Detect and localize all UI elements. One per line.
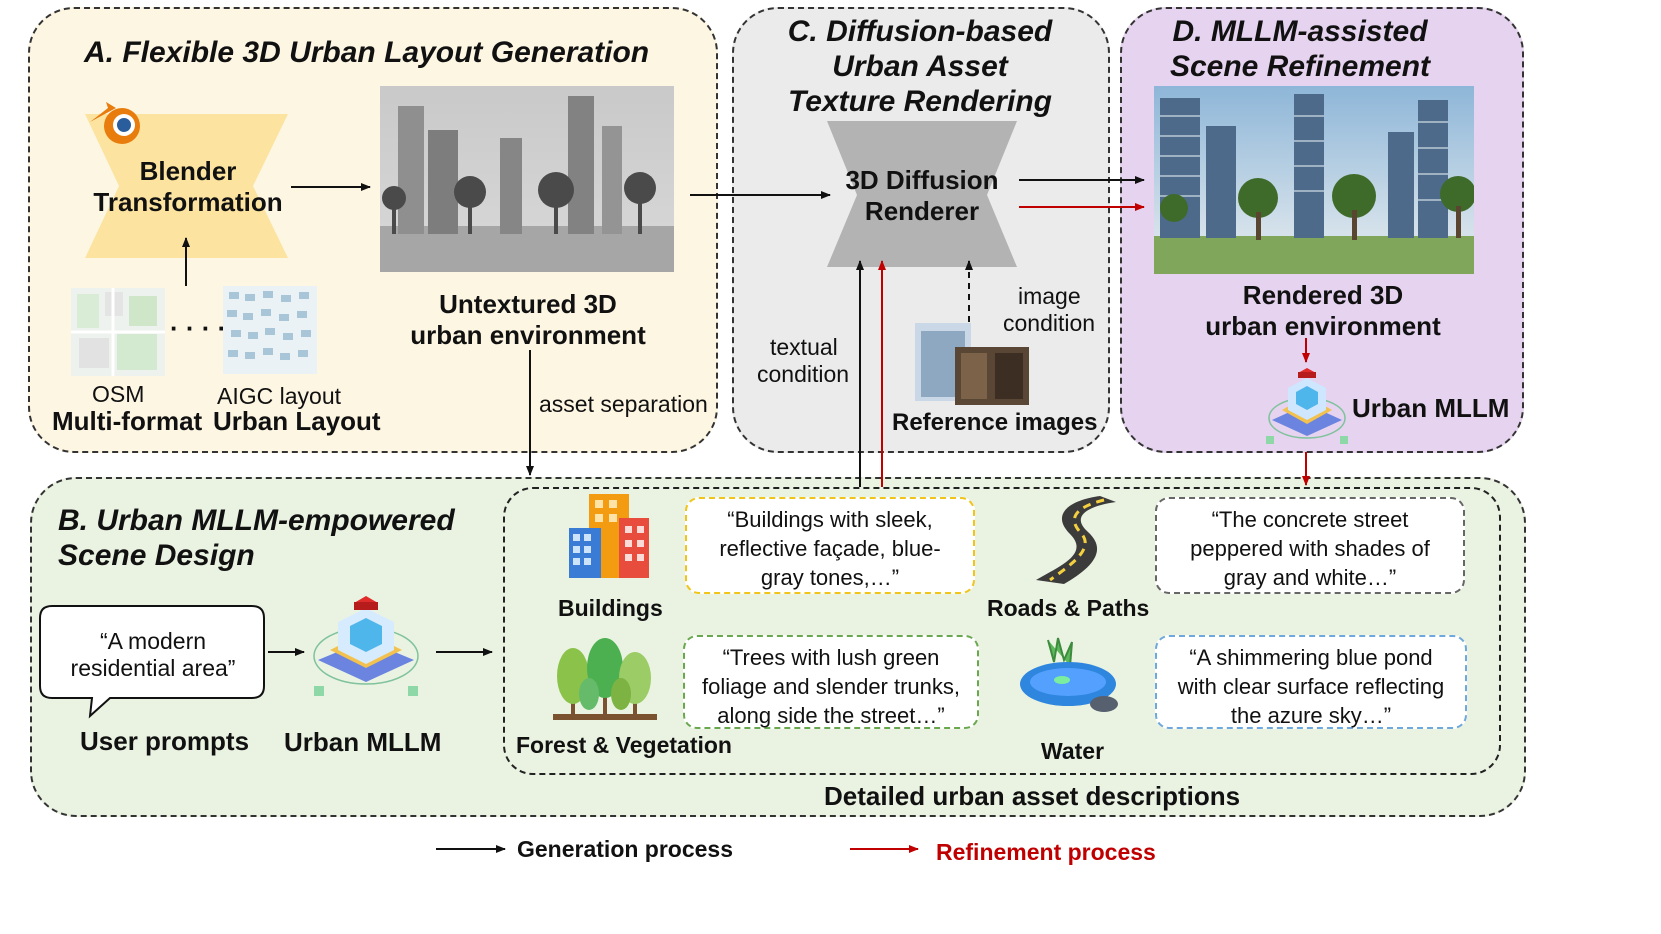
panel-b-title-line2: Scene Design [58,539,255,572]
user-prompt-speech-bubble [39,605,265,719]
untextured-label-line2: urban environment [410,320,646,350]
diffusion-renderer-shape [827,121,1017,267]
asset-descriptions-frame [503,487,1501,775]
legend-refinement-label: Refinement process [936,839,1156,865]
asset-separation-label: asset separation [539,391,708,417]
buildings-description-line3: gray tones,…” [760,565,900,590]
water-description-line2: with clear surface reflecting [1177,674,1445,699]
detailed-descriptions-label: Detailed urban asset descriptions [824,781,1241,811]
water-description-line3: the azure sky…” [1230,703,1392,728]
multi-format-label: Multi-format [52,406,203,436]
panel-d-title-line2: Scene Refinement [1169,50,1431,83]
renderer-label-line2: Renderer [864,196,980,226]
textual-condition-label-line1: textual [770,334,838,360]
rendered-label-line1: Rendered 3D [1242,280,1404,310]
urban-mllm-label-b: Urban MLLM [284,727,442,757]
legend-generation-label: Generation process [517,836,734,862]
buildings-description-line1: “Buildings with sleek, [727,507,933,532]
roads-description-line2: peppered with shades of [1190,536,1430,561]
osm-map-image [71,288,165,376]
rendered-3d-scene-image [1154,86,1474,274]
textual-condition-label-line2: condition [757,361,850,387]
panel-a-title: A. Flexible 3D Urban Layout Generation [84,36,650,69]
user-prompt-line1: “A modern [99,628,207,654]
water-description-line1: “A shimmering blue pond [1189,645,1433,670]
roads-description-line1: “The concrete street [1211,507,1409,532]
aigc-layout-image [223,286,317,374]
forest-description-line3: along side the street…” [717,703,945,728]
forest-label: Forest & Vegetation [516,732,732,758]
forest-icon [553,638,657,720]
water-icon [1020,637,1118,712]
buildings-icon [569,494,649,578]
image-condition-label-line1: image [1018,283,1081,309]
buildings-description-line2: reflective façade, blue- [719,536,941,561]
image-condition-label-line2: condition [1003,310,1096,336]
user-prompts-label: User prompts [80,726,250,756]
roads-label: Roads & Paths [987,595,1150,621]
osm-label: OSM [92,381,145,407]
water-label: Water [1041,738,1105,764]
panel-d-title-line1: D. MLLM-assisted [1172,15,1428,48]
renderer-label-line1: 3D Diffusion [845,165,999,195]
water-description-box: “A shimmering blue pond with clear surfa… [1155,635,1467,729]
aigc-layout-label: AIGC layout [217,383,341,409]
roads-description-box: “The concrete street peppered with shade… [1155,497,1465,594]
blender-label-line1: Blender [139,156,237,186]
untextured-3d-scene-image [380,86,674,272]
reference-images-label: Reference images [892,409,1098,436]
roads-icon [1036,496,1116,584]
layout-dots: · · · · [170,313,227,343]
urban-mllm-icon-d [1266,368,1348,444]
buildings-label: Buildings [558,595,663,621]
panel-b-title-line1: B. Urban MLLM-empowered [58,504,455,537]
urban-mllm-label-d: Urban MLLM [1352,393,1510,423]
roads-description-line3: gray and white…” [1223,565,1397,590]
urban-mllm-icon-b [313,596,419,696]
forest-description-line2: foliage and slender trunks, [701,674,961,699]
buildings-description-box: “Buildings with sleek, reflective façade… [685,497,975,594]
urban-layout-label: Urban Layout [213,406,381,436]
user-prompt-line2: residential area” [70,655,236,681]
forest-description-box: “Trees with lush green foliage and slend… [683,635,979,729]
forest-description-line1: “Trees with lush green [722,645,940,670]
blender-transformation-shape [85,114,288,258]
untextured-label-line1: Untextured 3D [439,289,617,319]
panel-c-title-line2: Urban Asset [832,50,1008,83]
reference-images-thumbnail [915,323,1029,405]
blender-label-line2: Transformation [93,187,283,217]
blender-logo-icon [90,102,140,144]
panel-c-title-line3: Texture Rendering [788,85,1052,118]
panel-c-title-line1: C. Diffusion-based [787,15,1053,48]
rendered-label-line2: urban environment [1205,311,1441,341]
